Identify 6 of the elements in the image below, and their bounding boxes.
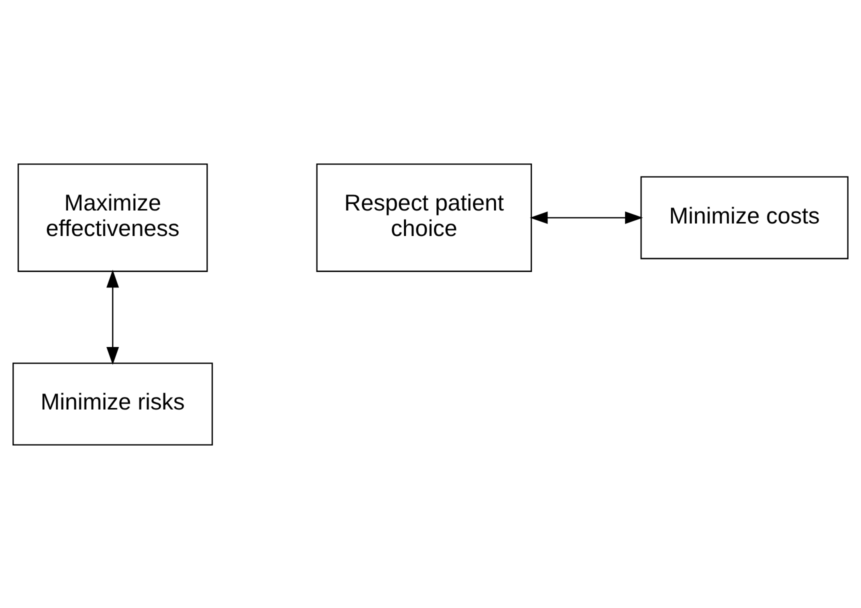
node-box: Respect patient choice [316, 162, 532, 272]
arrow [530, 210, 643, 224]
node-box: Minimize risks [12, 362, 213, 446]
node-box: Maximize effectiveness [18, 162, 208, 272]
arrow [106, 269, 119, 364]
node-box: Minimize costs [640, 176, 848, 259]
